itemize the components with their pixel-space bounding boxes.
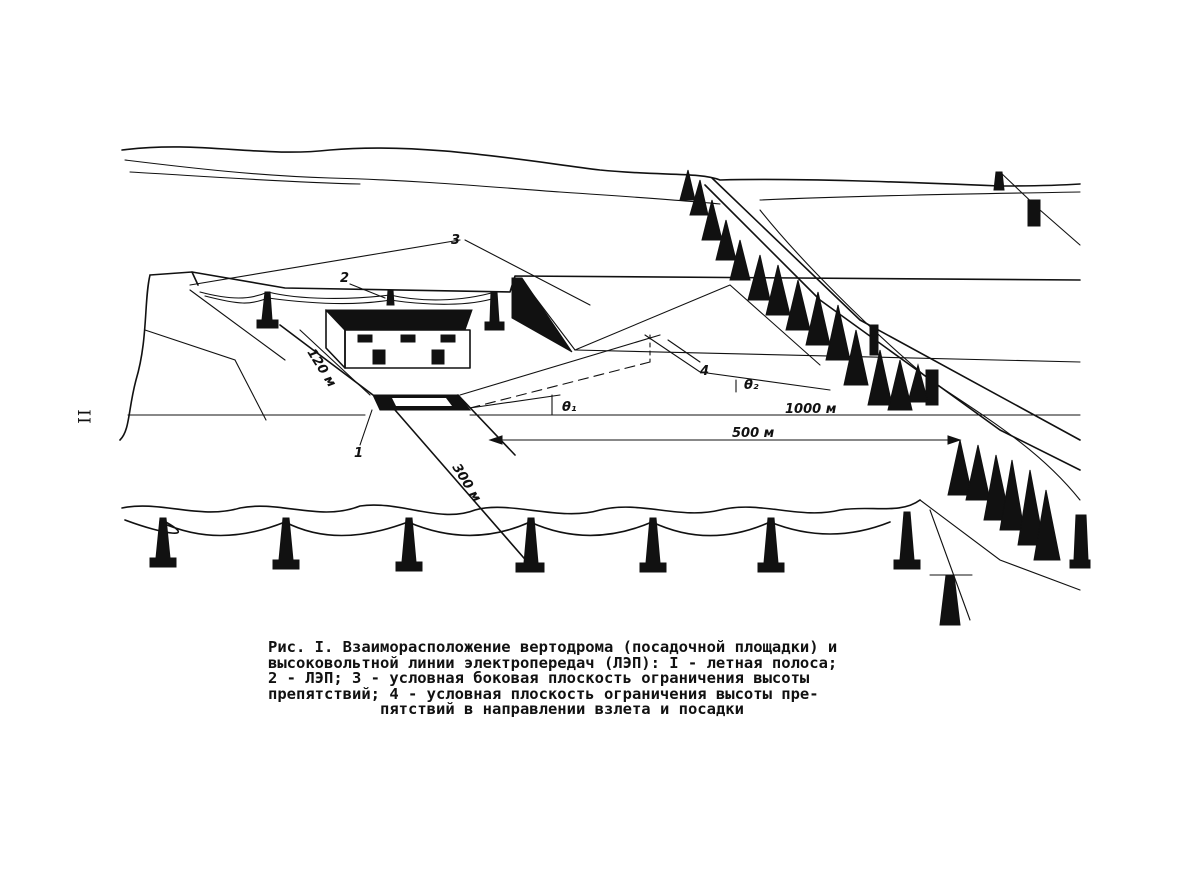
caption-line-1: Рис. I. Взаиморасположение вертодрома (п… bbox=[268, 638, 838, 656]
hill-power-line bbox=[199, 289, 505, 331]
label-side-plane: 3 bbox=[451, 233, 460, 248]
pylon-3 bbox=[395, 517, 423, 572]
pylon-5 bbox=[639, 517, 667, 573]
foreground-power-line bbox=[121, 499, 973, 626]
label-dist-120: 120 м bbox=[304, 346, 339, 390]
pylon-2 bbox=[272, 517, 300, 570]
caption-line-5: пятствий в направлении взлета и посадки bbox=[380, 700, 744, 718]
label-dist-1000: 1000 м bbox=[785, 402, 837, 417]
tree-rows bbox=[679, 169, 1061, 561]
label-approach-plane: 4 bbox=[699, 364, 709, 379]
building bbox=[324, 309, 473, 369]
side-restriction-plane bbox=[189, 239, 1081, 366]
figure-caption: Рис. I. Взаиморасположение вертодрома (п… bbox=[268, 638, 928, 718]
label-dist-300: 300 м bbox=[449, 461, 484, 505]
background-hills bbox=[121, 146, 1081, 205]
caption-line-2: высоковольтной линии электропередач (ЛЭП… bbox=[268, 653, 838, 672]
label-runway: 1 bbox=[354, 446, 363, 461]
caption-line-3: 2 - ЛЭП; 3 - условная боковая плоскость … bbox=[268, 669, 810, 687]
label-dist-500: 500 м bbox=[732, 426, 775, 441]
label-theta1: θ₁ bbox=[562, 400, 577, 415]
label-theta2: θ₂ bbox=[744, 378, 759, 393]
caption-line-4: препятствий; 4 - условная плоскость огра… bbox=[268, 684, 819, 703]
label-power-line: 2 bbox=[340, 271, 349, 286]
right-power-line bbox=[704, 171, 1091, 621]
pylon-4 bbox=[515, 517, 545, 573]
pylon-1 bbox=[149, 517, 177, 568]
label-leaders bbox=[349, 283, 701, 363]
pylon-6 bbox=[757, 517, 785, 573]
pylon-8 bbox=[929, 574, 973, 626]
runway bbox=[279, 324, 831, 566]
pylon-7 bbox=[893, 511, 921, 570]
dimension-lines bbox=[488, 379, 962, 445]
plateau bbox=[119, 271, 1081, 441]
